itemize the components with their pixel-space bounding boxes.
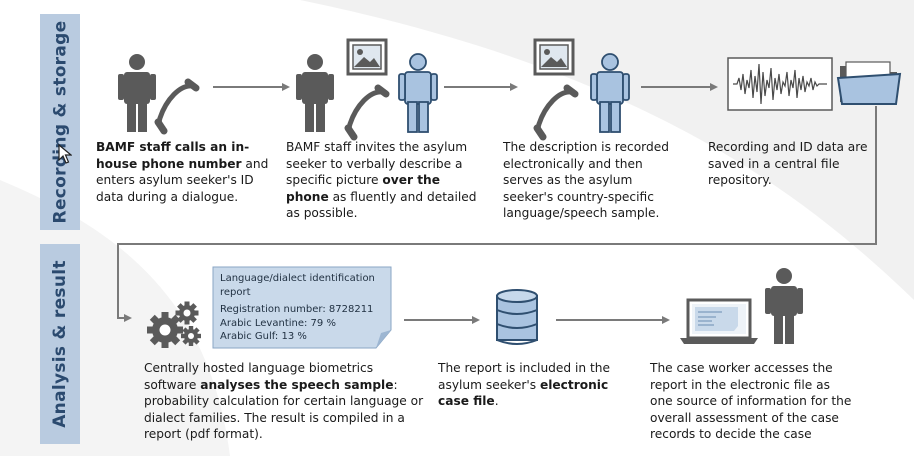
report-line-levantine: Arabic Levantine: 79 % [220,317,336,329]
step-6-description: The report is included in the asylum see… [438,360,616,410]
description-text: The description is recorded electronical… [503,140,669,220]
folder-icon [836,61,902,105]
phone-handset-icon [533,84,579,141]
step-4-description: Recording and ID data are saved in a cen… [708,139,873,189]
emphasis-text: analyses the speech sample [200,377,394,392]
picture-frame-icon [346,38,388,76]
report-line-gulf: Arabic Gulf: 13 % [220,331,307,342]
description-text: as fluently and detailed as possible. [286,189,477,221]
emphasis-text: over the phone [286,173,440,204]
description-text: BAMF staff invites the asylum seeker to … [286,140,468,187]
emphasis-text: electronic case file [438,377,609,409]
phone-handset-icon [344,84,390,141]
step-1-description: BAMF staff calls an in-house phone numbe… [96,139,276,205]
description-text: Centrally hosted language biometrics sof… [144,361,374,392]
description-text: The report is included in the asylum see… [438,361,610,392]
description-text: . [494,394,499,408]
asylum-seeker-person-icon [590,53,630,133]
report-title: Language/dialect identification report [220,273,375,298]
description-text: : probability calculation for certain la… [144,377,424,442]
staff-person-icon [118,54,156,132]
section-label-analysis: Analysis & result [40,244,80,444]
section-label-recording: Recording & storage [40,14,80,230]
arrow-4-5-connector [117,106,877,322]
laptop-icon [680,298,758,344]
phone-handset-icon [154,78,200,135]
picture-frame-icon [533,38,575,76]
step-3-description: The description is recorded electronical… [503,139,683,222]
report-text: Language/dialect identification report R… [220,272,386,344]
step-2-description: BAMF staff invites the asylum seeker to … [286,139,486,222]
step-7-description: The case worker accesses the report in t… [650,360,852,443]
mouse-cursor-icon [58,144,72,164]
database-icon [496,289,538,345]
case-worker-person-icon [765,268,803,344]
asylum-seeker-person-icon [398,53,438,133]
report-registration: Registration number: 8728211 [220,304,374,315]
audio-waveform-icon [727,57,833,111]
description-text: The case worker accesses the report in t… [650,361,852,441]
report-page-curl [376,330,391,348]
emphasis-text: BAMF staff calls an in-house phone numbe… [96,140,250,171]
description-text: and enters asylum seeker's ID data durin… [96,156,269,204]
gears-icon [147,301,201,348]
staff-person-icon [296,54,334,132]
step-5-description: Centrally hosted language biometrics sof… [144,360,424,443]
description-text: Recording and ID data are saved in a cen… [708,140,868,187]
